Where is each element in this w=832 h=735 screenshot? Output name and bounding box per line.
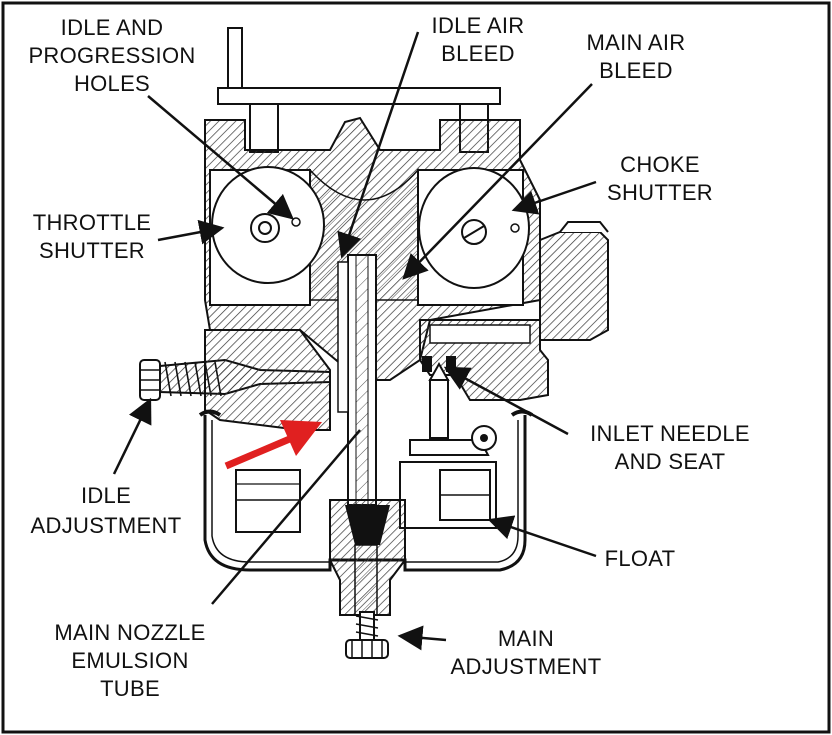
red-highlight-arrow [224, 420, 322, 470]
svg-text:PROGRESSION: PROGRESSION [28, 43, 195, 68]
leader-idle-progression [147, 95, 294, 220]
svg-text:SHUTTER: SHUTTER [607, 180, 713, 205]
leader-throttle-shutter [157, 219, 225, 245]
leader-float [487, 515, 597, 558]
leader-inlet-needle [443, 366, 569, 436]
svg-text:MAIN AIR: MAIN AIR [587, 30, 686, 55]
label-throttle-shutter: THROTTLE SHUTTER [33, 210, 152, 263]
svg-text:IDLE: IDLE [81, 483, 131, 508]
label-main-nozzle-emulsion-tube: MAIN NOZZLE EMULSION TUBE [54, 620, 205, 701]
leader-choke-shutter [511, 180, 597, 215]
label-main-air-bleed: MAIN AIR BLEED [587, 30, 686, 83]
leader-main-air-bleed [402, 83, 593, 280]
svg-text:FLOAT: FLOAT [605, 546, 676, 571]
svg-text:INLET NEEDLE: INLET NEEDLE [590, 421, 750, 446]
label-float: FLOAT [605, 546, 676, 571]
svg-text:CHOKE: CHOKE [620, 152, 700, 177]
leader-idle-adjustment [112, 397, 152, 475]
svg-text:THROTTLE: THROTTLE [33, 210, 152, 235]
label-choke-shutter: CHOKE SHUTTER [607, 152, 713, 205]
label-main-adjustment: MAIN ADJUSTMENT [451, 626, 602, 679]
label-idle-adjustment: IDLE ADJUSTMENT [31, 483, 182, 538]
carburetor-body [139, 27, 609, 659]
svg-text:MAIN NOZZLE: MAIN NOZZLE [54, 620, 205, 645]
svg-text:ADJUSTMENT: ADJUSTMENT [31, 513, 182, 538]
leader-lines [112, 31, 597, 651]
label-idle-progression-holes: IDLE AND PROGRESSION HOLES [28, 15, 195, 96]
leader-main-adjustment [397, 625, 447, 651]
svg-text:TUBE: TUBE [100, 676, 160, 701]
svg-text:HOLES: HOLES [74, 71, 150, 96]
label-inlet-needle-and-seat: INLET NEEDLE AND SEAT [590, 421, 750, 474]
svg-text:MAIN: MAIN [498, 626, 554, 651]
svg-text:SHUTTER: SHUTTER [39, 238, 145, 263]
leader-idle-air-bleed [337, 31, 420, 259]
svg-text:IDLE AIR: IDLE AIR [432, 13, 525, 38]
svg-text:AND SEAT: AND SEAT [615, 449, 726, 474]
svg-text:BLEED: BLEED [441, 41, 515, 66]
svg-text:ADJUSTMENT: ADJUSTMENT [451, 654, 602, 679]
svg-text:IDLE AND: IDLE AND [61, 15, 164, 40]
main-adjustment-screw [345, 611, 389, 659]
label-idle-air-bleed: IDLE AIR BLEED [432, 13, 525, 66]
svg-text:EMULSION: EMULSION [71, 648, 188, 673]
svg-text:BLEED: BLEED [599, 58, 673, 83]
leader-main-nozzle [211, 429, 361, 605]
inlet-needle-and-seat [422, 356, 456, 439]
